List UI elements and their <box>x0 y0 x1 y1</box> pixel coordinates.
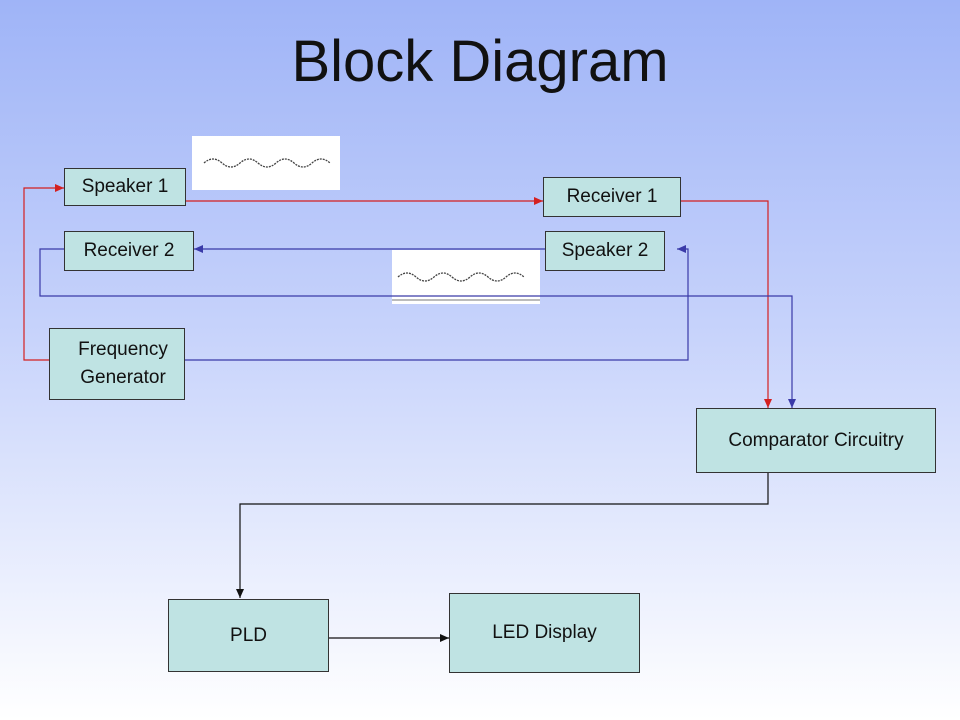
comparator-circuitry-label: Comparator Circuitry <box>728 429 904 451</box>
speaker-2-label: Speaker 2 <box>561 240 649 262</box>
pld-block: PLD <box>168 599 329 672</box>
receiver-1-label: Receiver 1 <box>566 186 658 208</box>
sine-wave-icon <box>392 250 540 304</box>
pld-label: PLD <box>230 624 267 646</box>
speaker-1-label: Speaker 1 <box>81 176 169 198</box>
wire-receiver1-to-comparator <box>681 200 772 408</box>
receiver-2-block: Receiver 2 <box>64 231 194 271</box>
receiver-2-label: Receiver 2 <box>83 240 175 262</box>
speaker-2-block: Speaker 2 <box>545 231 665 271</box>
wire-comparator-to-pld <box>236 473 769 598</box>
wire-generator-to-speaker2 <box>185 245 689 361</box>
comparator-circuitry-block: Comparator Circuitry <box>696 408 936 473</box>
wire-generator-to-speaker1 <box>23 184 64 361</box>
frequency-generator-label-line2: Generator <box>80 367 166 388</box>
sine-wave-icon <box>192 136 340 190</box>
frequency-generator-block: Frequency Generator <box>49 328 185 400</box>
led-display-label: LED Display <box>492 622 597 644</box>
wire-receiver2-to-comparator <box>39 248 796 408</box>
receiver-1-block: Receiver 1 <box>543 177 681 217</box>
page-title: Block Diagram <box>291 29 669 94</box>
led-display-block: LED Display <box>449 593 640 673</box>
speaker-1-block: Speaker 1 <box>64 168 186 206</box>
frequency-generator-label-line1: Frequency <box>78 339 168 361</box>
